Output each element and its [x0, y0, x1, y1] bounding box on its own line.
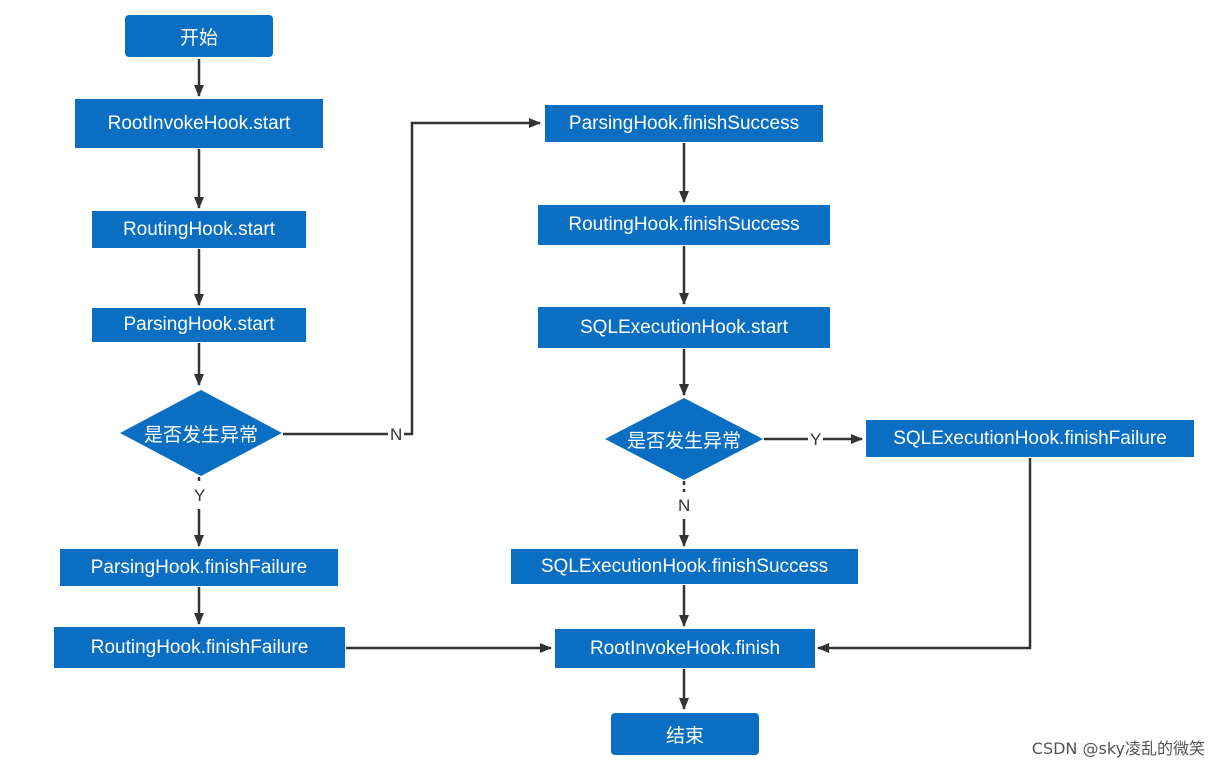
edge-decision-no: [283, 118, 541, 436]
sql-exception-decision: 是否发生异常: [605, 398, 763, 480]
decision-shape: [120, 390, 282, 476]
watermark: CSDN @sky凌乱的微笑: [1031, 739, 1205, 758]
routing-start-node: RoutingHook.start: [92, 211, 306, 248]
sql-execution-finish-failure-node: SQLExecutionHook.finishFailure: [866, 420, 1194, 457]
sql-execution-finish-success-node: SQLExecutionHook.finishSuccess: [511, 549, 858, 584]
edge-label-parsing-yes: Y: [192, 486, 208, 505]
parsing-finish-success-node: ParsingHook.finishSuccess: [545, 105, 823, 142]
decision-label: 是否发生异常: [626, 430, 741, 452]
parsing-start-node: ParsingHook.start: [92, 308, 306, 342]
sql-execution-start-node: SQLExecutionHook.start: [538, 307, 830, 348]
edge-label-sql-yes: Y: [808, 430, 824, 449]
root-invoke-start-node: RootInvokeHook.start: [75, 99, 323, 148]
edge-sql-failure-to-root-finish: [817, 458, 1032, 653]
parsing-exception-decision: 是否发生异常: [120, 390, 282, 476]
root-invoke-finish-node: RootInvokeHook.finish: [555, 629, 815, 668]
end-node: 结束: [611, 713, 759, 755]
routing-finish-success-node: RoutingHook.finishSuccess: [538, 205, 830, 245]
decision-shape: [605, 398, 763, 480]
routing-finish-failure-node: RoutingHook.finishFailure: [54, 627, 345, 668]
edge-label-parsing-no: N: [388, 425, 405, 444]
decision-label: 是否发生异常: [143, 424, 258, 446]
start-node: 开始: [125, 15, 273, 57]
parsing-finish-failure-node: ParsingHook.finishFailure: [60, 549, 338, 586]
edge-label-sql-no: N: [676, 496, 693, 515]
